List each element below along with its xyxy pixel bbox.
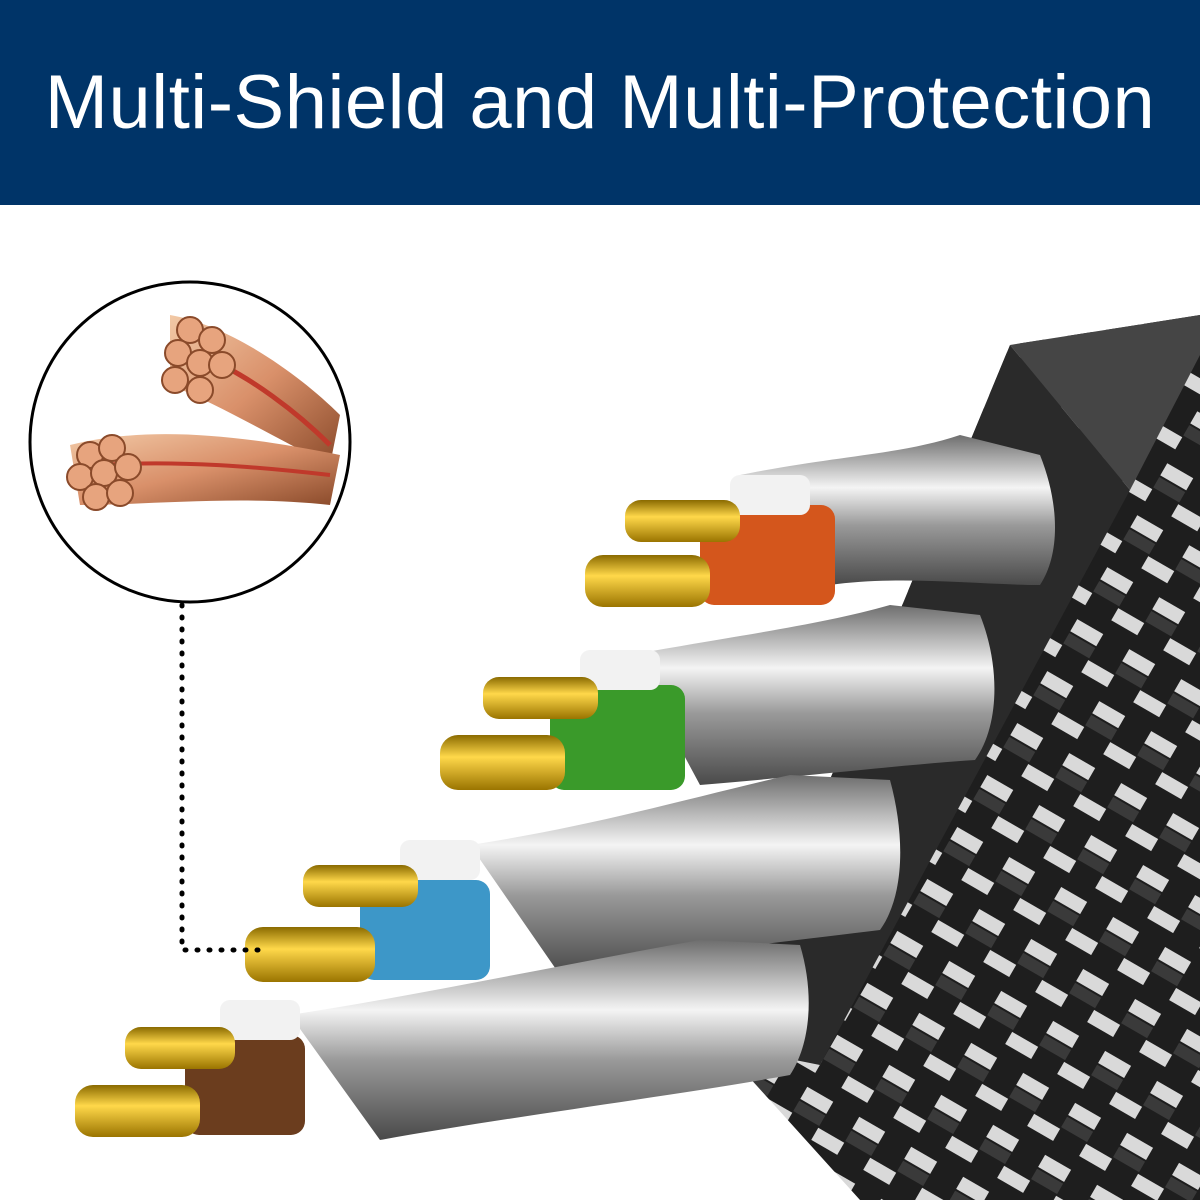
conductor-green-white bbox=[483, 677, 598, 719]
callout-dotted-line bbox=[179, 602, 265, 953]
conductor-brown bbox=[75, 1085, 200, 1137]
header-banner: Multi-Shield and Multi-Protection bbox=[0, 0, 1200, 205]
conductor-green bbox=[440, 735, 565, 790]
shielded-pair-blue bbox=[245, 775, 901, 982]
shielded-pair-green bbox=[440, 605, 995, 790]
shielded-pair-brown bbox=[75, 940, 809, 1140]
magnifier-callout bbox=[28, 280, 352, 953]
cable-illustration bbox=[28, 280, 1200, 1200]
conductor-orange-white bbox=[625, 500, 740, 542]
conductor-blue bbox=[245, 927, 375, 982]
shielded-pair-orange bbox=[585, 435, 1055, 607]
conductor-orange bbox=[585, 555, 710, 607]
page-title: Multi-Shield and Multi-Protection bbox=[44, 60, 1156, 145]
conductor-blue-white bbox=[303, 865, 418, 907]
conductor-brown-white bbox=[125, 1027, 235, 1069]
